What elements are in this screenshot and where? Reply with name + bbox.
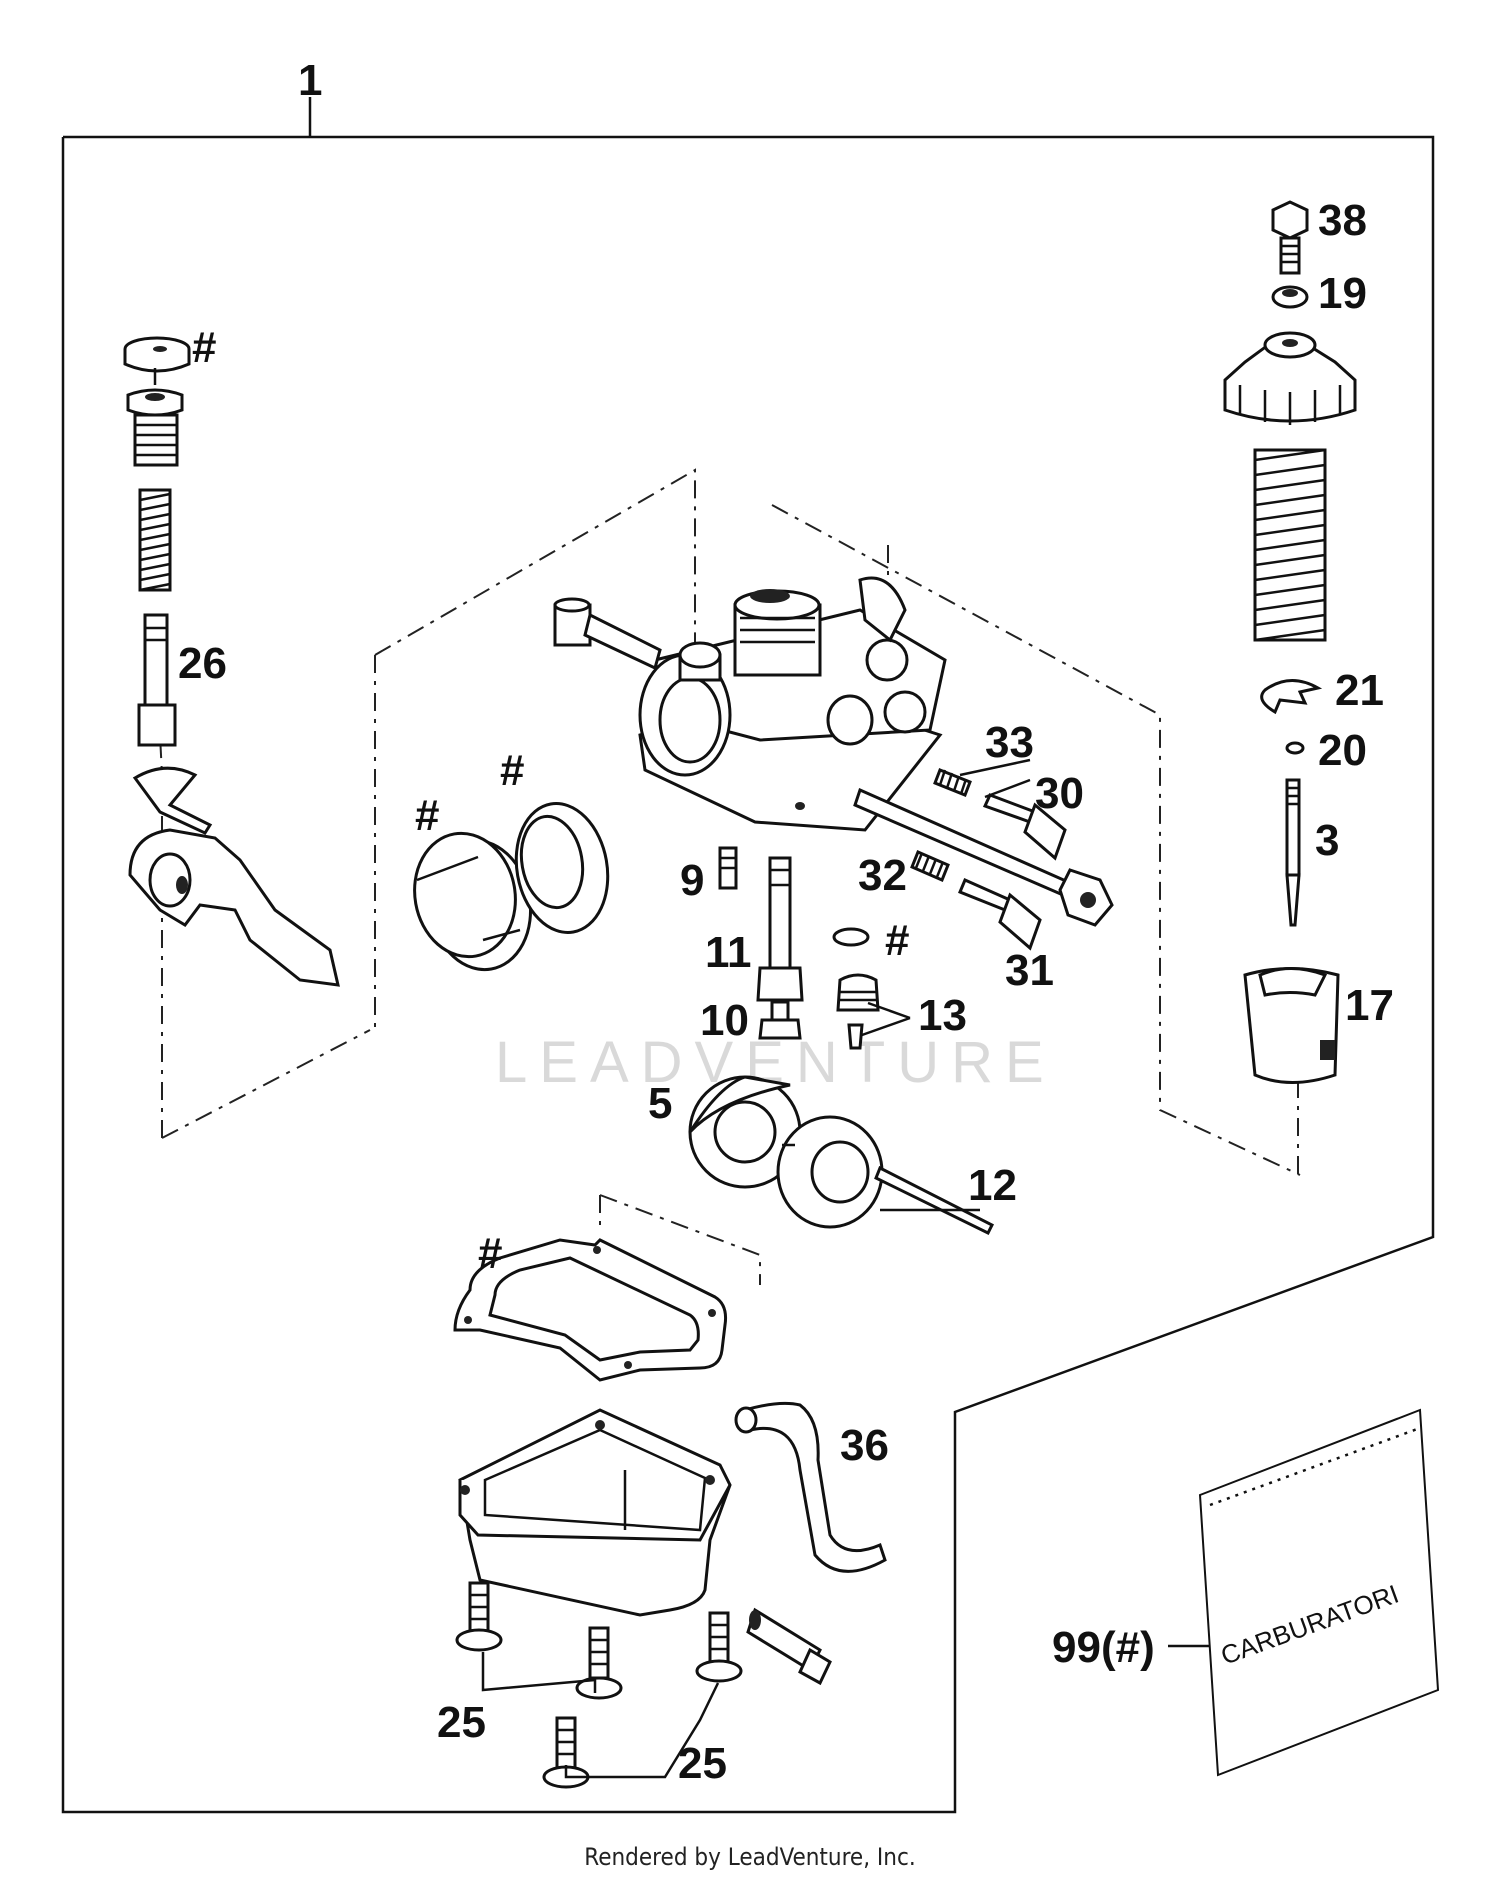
bowl-screw-leaders xyxy=(481,1652,720,1779)
callout-25b: 25 xyxy=(678,1739,727,1788)
callout-hash-oring: # xyxy=(885,916,909,965)
main-jet-10 xyxy=(758,1000,802,1040)
mixing-chamber-top xyxy=(1223,331,1357,425)
callout-hash-ring: # xyxy=(415,791,439,840)
screw-31 xyxy=(958,878,1042,951)
callout-21: 21 xyxy=(1335,666,1384,715)
callout-11: 11 xyxy=(705,928,752,977)
parts-bag: CARBURATORI xyxy=(1198,1408,1440,1777)
callout-12: 12 xyxy=(968,1161,1017,1210)
nut-19 xyxy=(1271,285,1309,309)
needle-retainer-21 xyxy=(1260,679,1323,715)
plunger-cap xyxy=(123,336,191,373)
intake-ring xyxy=(413,831,533,972)
bowl-screw xyxy=(695,1611,743,1683)
starter-plunger xyxy=(137,613,177,747)
callout-33: 33 xyxy=(985,718,1034,767)
float-5 xyxy=(688,1075,802,1189)
throttle-slide-17 xyxy=(1243,967,1340,1084)
callout-31: 31 xyxy=(1005,946,1054,995)
float-bowl xyxy=(458,1408,732,1617)
bowl-screw xyxy=(455,1581,503,1652)
intake-seal xyxy=(514,802,610,934)
plunger-spring xyxy=(138,488,172,592)
callout-19: 19 xyxy=(1318,269,1367,318)
slide-spring xyxy=(1253,448,1327,642)
needle-jet-11 xyxy=(756,856,804,1002)
callout-leaders xyxy=(880,758,1031,1212)
jet-needle-3 xyxy=(1285,778,1301,927)
callout-5: 5 xyxy=(648,1079,672,1128)
callout-38: 38 xyxy=(1318,196,1367,245)
oring-hash xyxy=(832,927,870,947)
spring-32 xyxy=(910,850,950,882)
callout-26: 26 xyxy=(178,639,227,688)
overflow-tube-36 xyxy=(734,1401,887,1573)
circlip-20 xyxy=(1285,741,1305,755)
plunger-nut xyxy=(126,388,184,467)
idle-air-bolt xyxy=(553,597,662,671)
callout-32: 32 xyxy=(858,851,907,900)
assembly-frame xyxy=(61,135,1435,1814)
float-needle-valve-13 xyxy=(836,973,911,1050)
spring-33 xyxy=(933,768,972,797)
callout-17: 17 xyxy=(1345,981,1394,1030)
callout-30: 30 xyxy=(1035,769,1084,818)
callout-3: 3 xyxy=(1315,816,1339,865)
jet-9 xyxy=(718,846,738,890)
callout-99: 99(#) xyxy=(1052,1623,1155,1672)
footer-credit: Rendered by LeadVenture, Inc. xyxy=(584,1843,915,1871)
screw-30 xyxy=(982,793,1067,861)
carburetor-body xyxy=(638,576,947,832)
callouts: 1 38 19 21 20 3 17 26 33 30 32 31 9 11 1… xyxy=(178,56,1394,1788)
callout-9: 9 xyxy=(680,856,704,905)
drain-screw xyxy=(746,1607,832,1686)
choke-lever xyxy=(128,828,340,987)
float-5b xyxy=(776,1115,884,1229)
float-pin-12 xyxy=(874,1165,995,1236)
float-bowl-gasket xyxy=(453,1238,727,1382)
callout-20: 20 xyxy=(1318,726,1367,775)
bowl-screw xyxy=(575,1626,623,1700)
callout-36: 36 xyxy=(840,1421,889,1470)
callout-hash-gasket: # xyxy=(478,1229,502,1278)
callout-13: 13 xyxy=(918,991,967,1040)
callout-25a: 25 xyxy=(437,1698,486,1747)
throttle-stop-bolt xyxy=(853,787,1114,927)
cap-screw-38 xyxy=(1271,200,1309,275)
plunger-clip xyxy=(132,766,213,835)
callout-hash-plunger: # xyxy=(192,323,216,372)
callout-10: 10 xyxy=(700,996,749,1045)
starter-plunger-assembly xyxy=(123,336,340,987)
callout-1: 1 xyxy=(298,56,322,105)
callout-hash-seal: # xyxy=(500,746,524,795)
